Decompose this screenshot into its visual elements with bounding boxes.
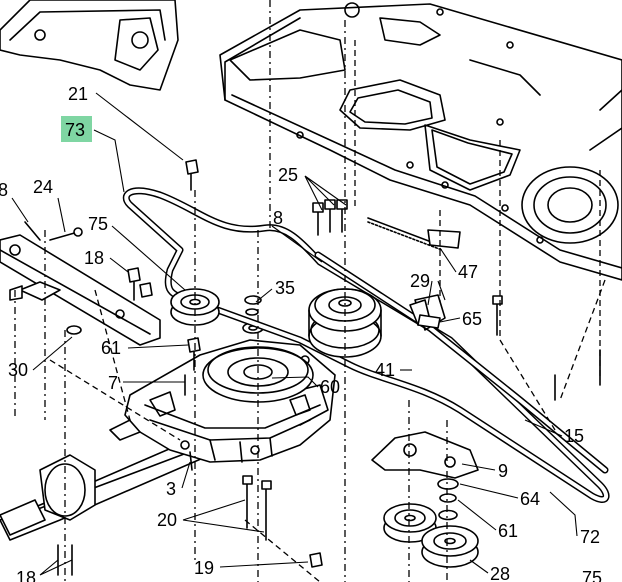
idler-arm-assembly xyxy=(371,431,479,568)
callout-8-left[interactable]: 8 xyxy=(0,180,8,200)
rear-axle xyxy=(0,439,211,541)
left-mounting-rail xyxy=(0,234,161,346)
frame-assembly xyxy=(219,2,622,281)
upper-left-bracket xyxy=(0,0,179,91)
callout-8-center[interactable]: 8 xyxy=(273,208,283,228)
leader-lines xyxy=(11,92,578,576)
callout-25[interactable]: 25 xyxy=(278,165,298,185)
belt-73 xyxy=(122,187,610,503)
callout-9[interactable]: 9 xyxy=(498,461,508,481)
callout-73[interactable]: 73 xyxy=(65,120,85,140)
callout-72[interactable]: 72 xyxy=(580,527,600,547)
callout-30[interactable]: 30 xyxy=(8,360,28,380)
centerlines xyxy=(14,0,606,582)
callout-75-upper[interactable]: 75 xyxy=(88,214,108,234)
callout-28[interactable]: 28 xyxy=(490,564,510,582)
callout-20[interactable]: 20 xyxy=(157,510,177,530)
transaxle xyxy=(109,322,336,463)
callout-15[interactable]: 15 xyxy=(564,426,584,446)
callout-61-upper[interactable]: 61 xyxy=(101,338,121,358)
callout-35[interactable]: 35 xyxy=(275,278,295,298)
callout-21[interactable]: 21 xyxy=(68,84,88,104)
callout-3[interactable]: 3 xyxy=(166,479,176,499)
callout-60[interactable]: 60 xyxy=(320,377,340,397)
callout-7[interactable]: 7 xyxy=(108,373,118,393)
callout-61-lower[interactable]: 61 xyxy=(498,521,518,541)
callout-18-upper[interactable]: 18 xyxy=(84,248,104,268)
callout-labels: 21 73 8 24 75 8 25 18 35 29 47 65 61 30 … xyxy=(0,84,602,582)
callout-18-lower[interactable]: 18 xyxy=(16,568,36,582)
callout-64[interactable]: 64 xyxy=(520,489,540,509)
hardware xyxy=(24,159,601,576)
callout-65[interactable]: 65 xyxy=(462,309,482,329)
callout-75-lower[interactable]: 75 xyxy=(582,568,602,582)
callout-73-highlight xyxy=(61,116,92,142)
callout-24[interactable]: 24 xyxy=(33,177,53,197)
callout-47[interactable]: 47 xyxy=(458,262,478,282)
callout-41[interactable]: 41 xyxy=(375,360,395,380)
callout-29[interactable]: 29 xyxy=(410,271,430,291)
callout-19[interactable]: 19 xyxy=(194,558,214,578)
belt-72 xyxy=(314,251,609,474)
